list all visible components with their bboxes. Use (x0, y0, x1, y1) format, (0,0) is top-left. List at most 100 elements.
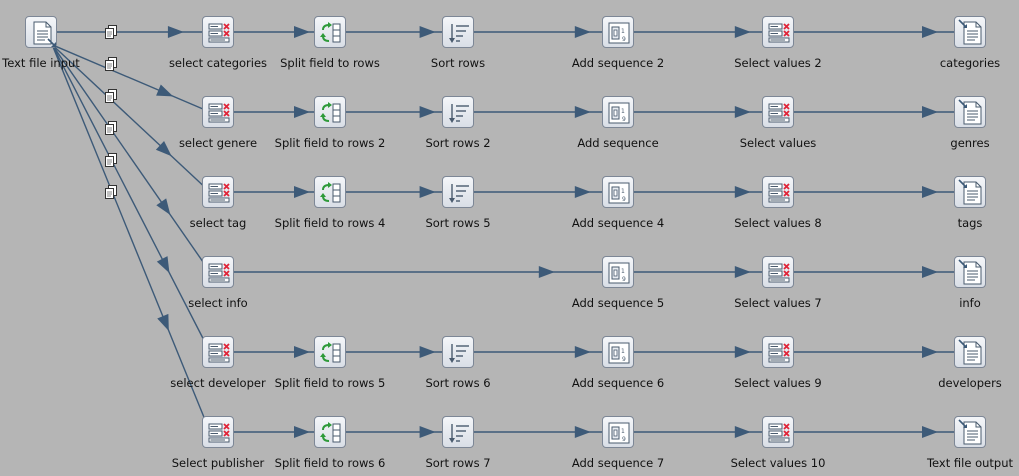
step-select-info[interactable] (202, 256, 234, 288)
select-values-icon (208, 23, 230, 43)
step-select-values-7[interactable] (762, 256, 794, 288)
step-split-field-to-rows-4[interactable] (314, 176, 346, 208)
step-info[interactable] (954, 256, 986, 288)
svg-text:1: 1 (621, 348, 625, 355)
hop-row-6-5-arrow (922, 426, 938, 438)
sort-rows-icon (449, 104, 469, 123)
step-sort-rows-2[interactable] (442, 96, 474, 128)
step-add-sequence-4[interactable]: 1 9 (602, 176, 634, 208)
split-field-icon (320, 182, 341, 203)
text-file-output-icon (958, 99, 982, 125)
step-select-values-9[interactable] (762, 336, 794, 368)
step-label: info (959, 296, 981, 310)
hop-row-3-1-arrow (294, 186, 310, 198)
copy-rows-icon (103, 24, 119, 40)
step-select-tag[interactable] (202, 176, 234, 208)
hop-source-row-5[interactable] (51, 44, 211, 353)
step-label: Select values (739, 136, 817, 150)
step-label: Split field to rows 6 (274, 456, 386, 470)
step-select-genere[interactable] (202, 96, 234, 128)
hop-source-row-2-arrow (156, 84, 174, 97)
split-field-icon (320, 22, 341, 43)
step-select-categories[interactable] (202, 16, 234, 48)
step-select-publisher[interactable] (202, 416, 234, 448)
step-select-values-8[interactable] (762, 176, 794, 208)
hop-row-1-1-arrow (294, 26, 310, 38)
step-label: Text file output (926, 456, 1013, 470)
step-split-field-to-rows-5[interactable] (314, 336, 346, 368)
svg-text:9: 9 (622, 436, 626, 443)
step-sort-rows-6[interactable] (442, 336, 474, 368)
hop-row-5-1-arrow (294, 346, 310, 358)
hop-source-row-1-arrow (167, 26, 184, 38)
step-label: select genere (178, 136, 258, 150)
add-sequence-icon: 1 9 (608, 22, 630, 44)
select-values-icon (208, 183, 230, 203)
copy-rows-icon (103, 120, 119, 136)
step-sort-rows-7[interactable] (442, 416, 474, 448)
step-label: Add sequence 4 (571, 216, 665, 230)
step-add-sequence-7[interactable]: 1 9 (602, 416, 634, 448)
hop-row-3-4-arrow (734, 186, 751, 198)
step-split-field-to-rows-2[interactable] (314, 96, 346, 128)
hop-row-5-3-arrow (574, 346, 591, 358)
hop-source-row-2[interactable] (51, 44, 211, 113)
step-label: Add sequence 5 (571, 296, 665, 310)
step-select-values-10[interactable] (762, 416, 794, 448)
hop-row-2-2-arrow (419, 106, 436, 118)
text-file-input-icon (33, 21, 56, 47)
select-values-icon (768, 263, 790, 283)
step-text-file-input[interactable] (25, 16, 57, 48)
copy-rows-icon (103, 56, 119, 72)
step-select-developer[interactable] (202, 336, 234, 368)
step-label: Select values 9 (734, 376, 822, 390)
hop-row-1-3-arrow (574, 26, 591, 38)
step-developers[interactable] (954, 336, 986, 368)
svg-text:9: 9 (622, 276, 626, 283)
step-categories[interactable] (954, 16, 986, 48)
step-add-sequence-6[interactable]: 1 9 (602, 336, 634, 368)
hop-row-5-4-arrow (734, 346, 751, 358)
select-values-icon (768, 343, 790, 363)
text-file-output-icon (958, 179, 982, 205)
split-field-icon (320, 102, 341, 123)
svg-text:1: 1 (621, 188, 625, 195)
step-label: Split field to rows 4 (274, 216, 386, 230)
hop-row-3-5-arrow (922, 186, 938, 198)
select-values-icon (208, 423, 230, 443)
text-file-output-icon (958, 419, 982, 445)
step-add-sequence[interactable]: 1 9 (602, 96, 634, 128)
hop-source-row-3[interactable] (51, 44, 211, 193)
split-field-icon (320, 422, 341, 443)
hop-source-row-6[interactable] (51, 44, 211, 433)
step-label: Add sequence 7 (571, 456, 665, 470)
hop-row-2-5-arrow (922, 106, 938, 118)
step-genres[interactable] (954, 96, 986, 128)
step-label: Select values 7 (734, 296, 822, 310)
svg-text:1: 1 (621, 268, 625, 275)
step-label: select categories (168, 56, 268, 70)
step-add-sequence-2[interactable]: 1 9 (602, 16, 634, 48)
sort-rows-icon (449, 424, 469, 443)
step-select-values-2[interactable] (762, 16, 794, 48)
step-text-file-output[interactable] (954, 416, 986, 448)
step-split-field-to-rows-6[interactable] (314, 416, 346, 448)
hop-row-2-3-arrow (574, 106, 591, 118)
text-file-output-icon (958, 339, 982, 365)
hop-row-1-4-arrow (734, 26, 751, 38)
sort-rows-icon (449, 344, 469, 363)
step-select-values[interactable] (762, 96, 794, 128)
step-label: Select values 10 (730, 456, 826, 470)
svg-text:1: 1 (621, 108, 625, 115)
step-add-sequence-5[interactable]: 1 9 (602, 256, 634, 288)
hop-source-row-3-arrow (155, 140, 172, 157)
add-sequence-icon: 1 9 (608, 182, 630, 204)
step-tags[interactable] (954, 176, 986, 208)
step-sort-rows-5[interactable] (442, 176, 474, 208)
step-sort-rows[interactable] (442, 16, 474, 48)
hop-source-row-4[interactable] (51, 44, 211, 273)
step-split-field-to-rows[interactable] (314, 16, 346, 48)
step-label: Add sequence (577, 136, 659, 150)
